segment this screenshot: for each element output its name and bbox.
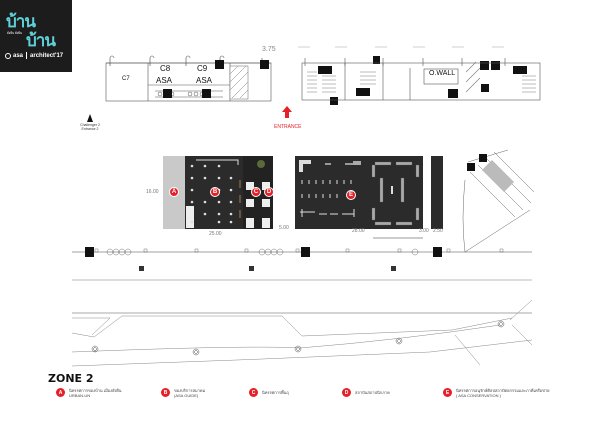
dimension-28-00: 28.00 — [352, 228, 365, 234]
map-marker-c[interactable]: C — [251, 187, 261, 197]
logo-event-text: architect'17 — [30, 52, 64, 59]
north-arrow-icon — [87, 114, 93, 122]
curved-corridor — [71, 299, 533, 367]
legend-marker-d: D — [342, 388, 351, 397]
logo-divider — [26, 52, 28, 59]
hatched-core — [229, 65, 249, 100]
challenger-name: Challenger 2 — [80, 123, 100, 127]
colonnade-middle — [72, 247, 532, 281]
legend-b-sub: (ASA GUIDE) — [174, 393, 199, 398]
booth-c8-label: C8 — [160, 64, 171, 73]
legend-e-sub: ( ASA CONSERVATION ) — [456, 393, 501, 398]
map-marker-b[interactable]: B — [210, 187, 220, 197]
map-marker-d[interactable]: D — [264, 187, 274, 197]
asa-seal-icon — [5, 52, 11, 59]
dimension-5-00: 5.00 — [279, 225, 289, 231]
zone-title: ZONE 2 — [48, 372, 94, 385]
legend-item-b: B ของบริการสมาคม (ASA GUIDE) — [161, 388, 205, 398]
legend-e-title: นิทรรศการอนุรักษ์ศิลปสถาปัตยกรรมและภาคีเ… — [456, 388, 550, 393]
dimension-3-00: 3.00 — [419, 228, 429, 234]
legend-item-d: D สถาบันสถาปนิกภาค — [342, 388, 390, 397]
legend-text-e: นิทรรศการอนุรักษ์ศิลปสถาปัตยกรรมและภาคีเ… — [456, 388, 576, 398]
asa-label-2: ASA — [196, 76, 213, 85]
legend-marker-c: C — [249, 388, 258, 397]
columns-black — [163, 56, 527, 105]
legend-text-b: ของบริการสมาคม (ASA GUIDE) — [174, 388, 205, 398]
challenger-label: Challenger 2 Entrance 2 — [78, 123, 102, 131]
legend-item-e: E นิทรรศการอนุรักษ์ศิลปสถาปัตยกรรมและภาค… — [443, 388, 576, 398]
legend-text-d: สถาบันสถาปนิกภาค — [355, 390, 390, 395]
logo-org-text: asa — [13, 52, 24, 59]
legend-marker-a: A — [56, 388, 65, 397]
logo-subline: ยั่งยืน ยั่งยืน — [7, 31, 22, 35]
dimension-25-00: 25.00 — [209, 231, 222, 237]
legend-text-c: นิทรรศการพื้นถุ — [262, 390, 289, 395]
legend-a-title: นิทรรศการของบ้าน เมืองยั่งยืน — [69, 388, 122, 393]
legend-b-title: ของบริการสมาคม — [174, 388, 206, 393]
entrance-label: ENTRANCE — [274, 124, 302, 130]
legend-marker-b: B — [161, 388, 170, 397]
entrance-arrow-icon — [282, 106, 292, 118]
top-right-building — [301, 58, 541, 101]
legend-text-a: นิทรรศการของบ้าน เมืองยั่งยืน URBAN-UN — [69, 388, 121, 398]
legend-item-c: C นิทรรศการพื้นถุ — [249, 388, 289, 397]
event-logo: บ้าน ยั่งยืน ยั่งยืน บ้าน asa architect'… — [0, 0, 72, 72]
dimension-3-75: 3.75 — [262, 46, 276, 53]
logo-org: asa architect'17 — [5, 52, 63, 59]
logo-line2: บ้าน — [26, 31, 56, 51]
booth-c9-label: C9 — [197, 64, 208, 73]
top-right-stairs — [307, 71, 536, 93]
map-marker-e[interactable]: E — [346, 190, 356, 200]
map-marker-a[interactable]: A — [169, 187, 179, 197]
booth-c7-label: C7 — [122, 76, 130, 82]
legend-item-a: A นิทรรศการของบ้าน เมืองยั่งยืน URBAN-UN — [56, 388, 121, 398]
exhibition-hall-e — [295, 156, 443, 239]
legend-a-sub: URBAN-UN — [69, 393, 91, 398]
legend-marker-e: E — [443, 388, 452, 397]
angled-structure — [462, 149, 535, 253]
challenger-entrance: Entrance 2 — [81, 127, 99, 131]
asa-label-1: ASA — [156, 76, 173, 85]
logo-line1: บ้าน — [6, 12, 36, 32]
dimension-16-00: 16.00 — [146, 189, 159, 195]
own-wall-label: O.WALL — [429, 70, 456, 77]
dimension-2-50: 2.50 — [433, 228, 443, 234]
